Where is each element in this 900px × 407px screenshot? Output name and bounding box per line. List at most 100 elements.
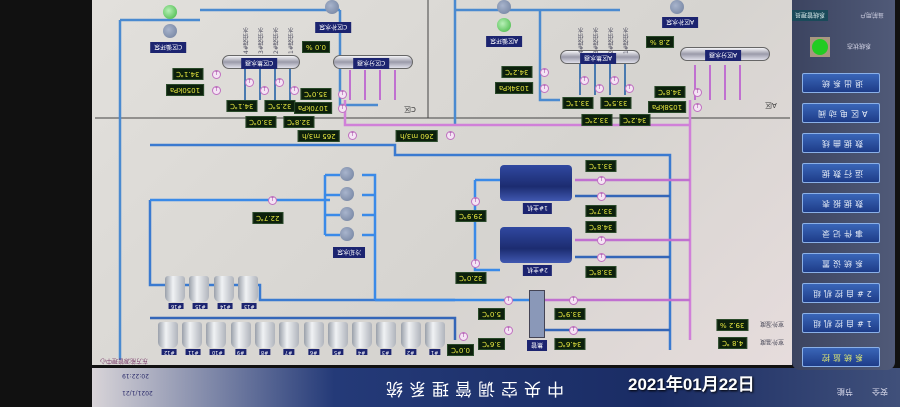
system-status-indicator <box>810 37 830 57</box>
reading-value: 33.8℃ <box>585 266 617 278</box>
sensor-icon[interactable]: T <box>446 131 455 140</box>
cooling-tower[interactable] <box>230 322 251 348</box>
c-distributor[interactable]: C区分水器 <box>333 55 413 69</box>
sensor-icon[interactable]: T <box>597 176 606 185</box>
reading-value: 3.6℃ <box>478 338 505 350</box>
sensor-icon[interactable]: T <box>348 131 357 140</box>
sensor-icon[interactable]: T <box>338 104 347 113</box>
cooling-tower-label: #11 <box>186 349 201 355</box>
cooling-tower[interactable] <box>206 322 227 348</box>
cooling-tower[interactable] <box>425 322 445 348</box>
nav-button[interactable]: 系统监控 <box>802 347 880 367</box>
cooling-tower-label: #10 <box>210 349 225 355</box>
chiller-2[interactable] <box>500 227 572 263</box>
outdoor-humidity: 39.2 % <box>716 319 749 331</box>
manifold-label: 集管 <box>527 340 548 351</box>
sensor-icon[interactable]: T <box>610 76 619 85</box>
reading-value: 33.7℃ <box>585 205 617 217</box>
c-makeup-pump[interactable] <box>325 0 339 14</box>
branch-label: 4#楼供水 <box>243 27 250 54</box>
footer-left: 安全 <box>872 387 888 396</box>
cooling-tower[interactable] <box>376 322 397 348</box>
c-pump-running[interactable] <box>163 5 177 19</box>
sensor-icon[interactable]: T <box>580 76 589 85</box>
reading-value: 0.0 % <box>302 41 331 53</box>
cooling-tower[interactable] <box>279 322 300 348</box>
cooling-tower[interactable] <box>213 276 234 302</box>
c-distributor-label: C区分水器 <box>353 58 390 69</box>
nav-button[interactable]: 数据报表 <box>802 193 880 213</box>
nav-button[interactable]: A区电动阀 <box>802 103 880 123</box>
cooling-pump-4[interactable] <box>340 227 354 241</box>
nav-button[interactable]: 数据曲线 <box>802 133 880 153</box>
c-pump[interactable] <box>163 24 177 38</box>
nav-button-label: 1#自控机组 <box>810 319 872 328</box>
sensor-icon[interactable]: T <box>459 332 468 341</box>
nav-button[interactable]: 2#自控机组 <box>802 283 880 303</box>
a-makeup-pump-label: A区补水泵 <box>662 17 699 28</box>
cooling-pump-2[interactable] <box>340 187 354 201</box>
reading-value: 1034kPa <box>495 82 534 94</box>
zone-c-label: C区 <box>404 105 416 113</box>
cooling-tower[interactable] <box>164 276 185 302</box>
cooling-tower[interactable] <box>189 276 209 302</box>
cooling-tower[interactable] <box>303 322 324 348</box>
reading-value: 1070kPa <box>294 102 333 114</box>
sensor-icon[interactable]: T <box>212 86 221 95</box>
sensor-icon[interactable]: T <box>268 196 277 205</box>
a-collector-label: A区集水器 <box>580 53 617 64</box>
sensor-icon[interactable]: T <box>597 192 606 201</box>
nav-button[interactable]: 系统设置 <box>802 253 880 273</box>
a-pump[interactable] <box>497 0 511 14</box>
nav-button[interactable]: 退出系统 <box>802 73 880 93</box>
a-collector[interactable]: A区集水器 <box>560 50 640 64</box>
branch-label: 4#楼供水 <box>578 27 585 54</box>
cooling-tower[interactable] <box>254 322 275 348</box>
cooling-tower-label: #14 <box>217 303 233 309</box>
cooling-tower-label: #6 <box>307 349 319 355</box>
nav-button[interactable]: 事件记录 <box>802 223 880 243</box>
cooling-pump-3[interactable] <box>340 207 354 221</box>
company-name: 东方能源管理中心 <box>100 357 149 364</box>
cooling-tower[interactable] <box>400 322 421 348</box>
sensor-icon[interactable]: T <box>260 86 269 95</box>
sensor-icon[interactable]: T <box>569 296 578 305</box>
c-collector[interactable]: C区集水器 <box>222 55 300 69</box>
sensor-icon[interactable]: T <box>504 326 513 335</box>
cooling-tower[interactable] <box>352 322 373 348</box>
reading-value: 22.7℃ <box>252 212 284 224</box>
sensor-icon[interactable]: T <box>693 103 702 112</box>
a-makeup-pump[interactable] <box>670 0 684 14</box>
sensor-icon[interactable]: T <box>471 259 480 268</box>
sensor-icon[interactable]: T <box>504 296 513 305</box>
sensor-icon[interactable]: T <box>625 84 634 93</box>
sensor-icon[interactable]: T <box>540 84 549 93</box>
sensor-icon[interactable]: T <box>569 326 578 335</box>
branch-label: 1#楼供水 <box>288 27 295 54</box>
sensor-icon[interactable]: T <box>597 236 606 245</box>
sensor-icon[interactable]: T <box>275 78 284 87</box>
cooling-tower[interactable] <box>157 322 178 348</box>
sensor-icon[interactable]: T <box>693 88 702 97</box>
sensor-icon[interactable]: T <box>540 68 549 77</box>
cooling-tower[interactable] <box>327 322 348 348</box>
sensor-icon[interactable]: T <box>290 86 299 95</box>
nav-button[interactable]: 1#自控机组 <box>802 313 880 333</box>
a-distributor[interactable]: A区分水器 <box>680 47 770 61</box>
nav-button-label: 事件记录 <box>819 229 863 238</box>
nav-button[interactable]: 运行数据 <box>802 163 880 183</box>
sensor-icon[interactable]: T <box>245 78 254 87</box>
sensor-icon[interactable]: T <box>597 253 606 262</box>
cooling-tower-label: #5 <box>331 349 344 355</box>
sensor-icon[interactable]: T <box>338 90 347 99</box>
cooling-tower[interactable] <box>238 276 258 302</box>
a-pump-running[interactable] <box>497 18 511 32</box>
sensor-icon[interactable]: T <box>471 197 480 206</box>
cooling-tower[interactable] <box>182 322 202 348</box>
chiller-1[interactable] <box>500 165 572 201</box>
photo-date-watermark: 2021年01月22日 <box>628 375 755 394</box>
cooling-pump-1[interactable] <box>340 167 354 181</box>
sensor-icon[interactable]: T <box>595 84 604 93</box>
sensor-icon[interactable]: T <box>212 70 221 79</box>
